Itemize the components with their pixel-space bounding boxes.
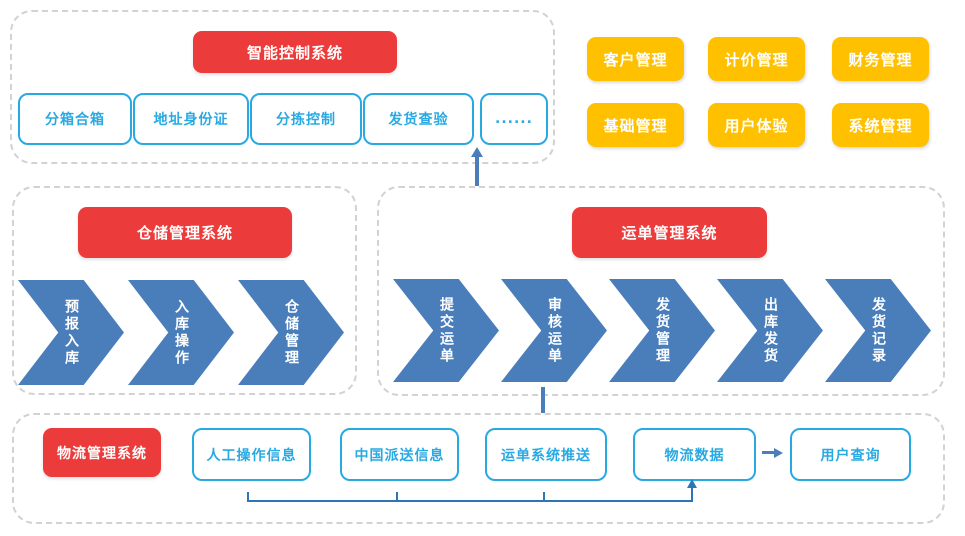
logistics-title: 物流管理系统 (43, 428, 161, 477)
logistics-query-node: 用户查询 (790, 428, 911, 481)
intelligent-item-sorting-control: 分拣控制 (250, 93, 362, 145)
module-pricing-management: 计价管理 (708, 37, 805, 81)
module-customer-management: 客户管理 (587, 37, 684, 81)
waybill-title: 运单管理系统 (572, 207, 767, 258)
module-finance-management: 财务管理 (832, 37, 929, 81)
intelligent-item-box-split-merge: 分箱合箱 (18, 93, 132, 145)
logistics-data-node: 物流数据 (633, 428, 756, 481)
module-basic-management: 基础管理 (587, 103, 684, 147)
module-user-experience: 用户体验 (708, 103, 805, 147)
intelligent-item-shipping-check: 发货查验 (363, 93, 474, 145)
module-system-management: 系统管理 (832, 103, 929, 147)
warehouse-title: 仓储管理系统 (78, 207, 292, 258)
logistics-input-waybill-push: 运单系统推送 (485, 428, 607, 481)
logistics-panel (12, 413, 945, 524)
intelligent-item-ellipsis: ...... (480, 93, 548, 145)
logistics-input-manual-operation: 人工操作信息 (192, 428, 311, 481)
logistics-input-china-delivery: 中国派送信息 (340, 428, 459, 481)
intelligent-control-title: 智能控制系统 (193, 31, 397, 73)
intelligent-item-address-id: 地址身份证 (133, 93, 249, 145)
